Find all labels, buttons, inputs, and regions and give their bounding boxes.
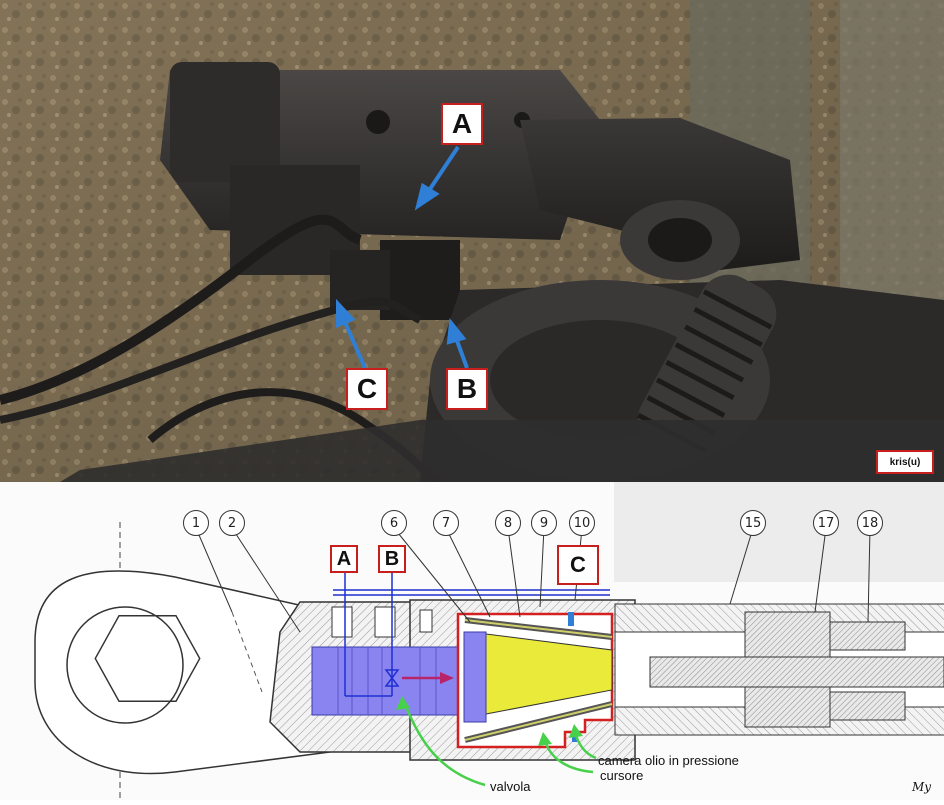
mechanism-photo: A C B kris(u) bbox=[0, 0, 944, 486]
callout-chamber: camera olio in pressione bbox=[598, 753, 739, 768]
photo-marker-b: B bbox=[446, 368, 488, 410]
photo-illustration bbox=[0, 0, 944, 486]
diagram-drawing bbox=[0, 482, 944, 800]
diagram-marker-b: B bbox=[378, 545, 406, 573]
part-number-17: 17 bbox=[813, 510, 839, 536]
part-number-10: 10 bbox=[569, 510, 595, 536]
diagram-marker-a: A bbox=[330, 545, 358, 573]
part-number-9: 9 bbox=[531, 510, 557, 536]
photo-marker-a: A bbox=[441, 103, 483, 145]
part-number-2: 2 bbox=[219, 510, 245, 536]
photo-marker-c: C bbox=[346, 368, 388, 410]
callout-cursor: cursore bbox=[600, 768, 644, 783]
callout-valve: valvola bbox=[490, 779, 531, 794]
part-number-6: 6 bbox=[381, 510, 407, 536]
part-number-7: 7 bbox=[433, 510, 459, 536]
part-number-8: 8 bbox=[495, 510, 521, 536]
part-number-18: 18 bbox=[857, 510, 883, 536]
part-number-15: 15 bbox=[740, 510, 766, 536]
part-number-1: 1 bbox=[183, 510, 209, 536]
diagram-marker-c: C bbox=[557, 545, 599, 585]
signature: My bbox=[912, 780, 932, 794]
photo-credit: kris(u) bbox=[876, 450, 934, 474]
